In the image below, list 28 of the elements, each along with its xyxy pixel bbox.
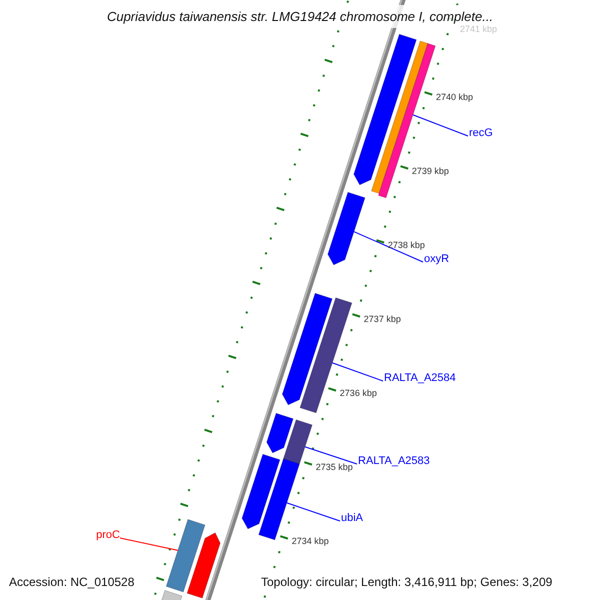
- leader-line: [120, 538, 178, 551]
- tick-label: 2736 kbp: [340, 388, 377, 399]
- gene-label: recG: [469, 126, 493, 140]
- gene-feature: [186, 532, 221, 598]
- leader-line: [354, 231, 424, 262]
- gene-label: ubiA: [341, 511, 364, 525]
- footer-text: Accession: NC_010528: [9, 575, 134, 590]
- gene-feature: [378, 43, 436, 198]
- gene-feature: [242, 454, 280, 530]
- gene-feature: [283, 419, 313, 464]
- gene-label: oxyR: [424, 252, 450, 266]
- leader-line: [412, 114, 468, 136]
- gene-label: RALTA_A2584: [384, 371, 456, 385]
- tick-label: 2737 kbp: [364, 314, 401, 325]
- gene-label: RALTA_A2583: [358, 454, 430, 468]
- leader-line: [304, 446, 358, 464]
- gene-label: proC: [96, 528, 120, 542]
- gene-feature: [282, 292, 333, 406]
- gene-feature: [327, 192, 366, 266]
- tick-label: 2739 kbp: [412, 166, 449, 177]
- footer-text: Topology: circular; Length: 3,416,911 bp; Genes: 3,209: [261, 575, 552, 590]
- tick-label: 2735 kbp: [316, 462, 353, 473]
- gene-feature: [266, 412, 294, 454]
- tick-label: 2738 kbp: [388, 240, 425, 251]
- tick-label: 2734 kbp: [292, 536, 329, 547]
- tick-label: 2740 kbp: [436, 92, 474, 103]
- gene-feature: [166, 519, 206, 592]
- leader-line: [332, 362, 384, 382]
